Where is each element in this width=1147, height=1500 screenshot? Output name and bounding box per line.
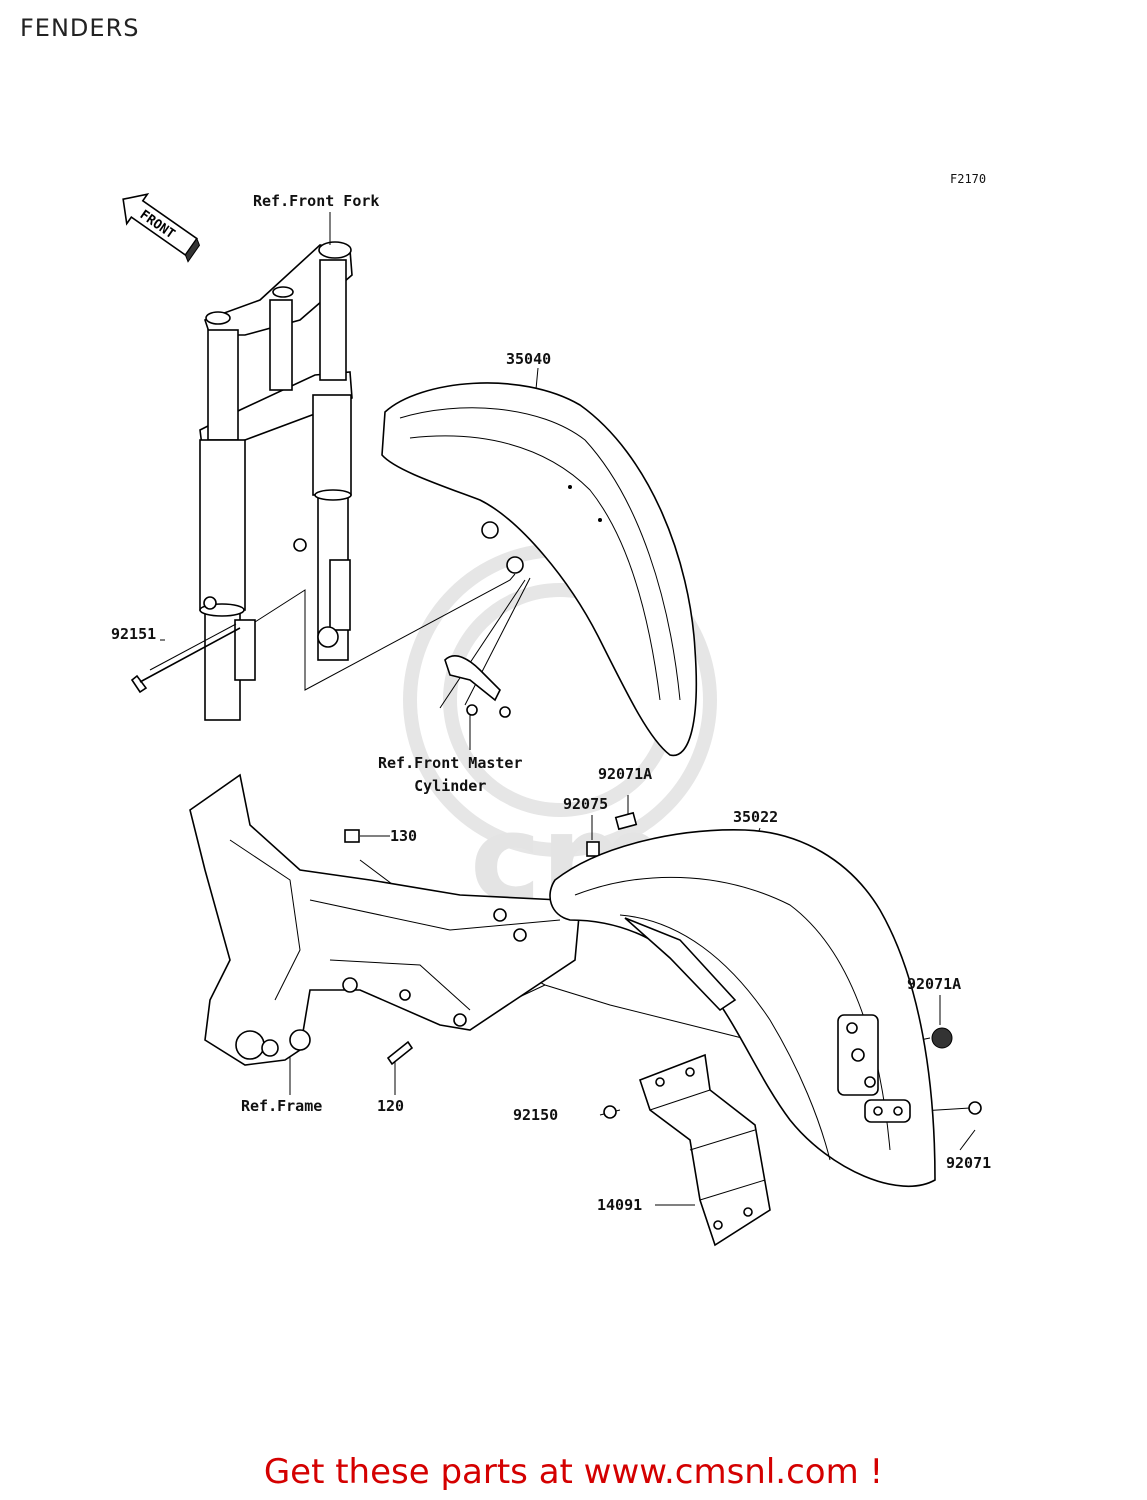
collar-92075 — [586, 841, 600, 857]
small-parts — [344, 811, 982, 1119]
label-35040: 35040 — [506, 350, 552, 368]
label-ref-front-master-cylinder: Ref.Front Master Cylinder — [378, 754, 523, 795]
page-title: FENDERS — [20, 14, 140, 42]
rear-fender-35022 — [549, 829, 936, 1188]
hose-clamp — [444, 655, 511, 718]
nut-92071 — [968, 1101, 982, 1115]
label-120: 120 — [377, 1097, 405, 1115]
label-14091: 14091 — [597, 1196, 643, 1214]
washer-92150 — [603, 1105, 617, 1119]
label-130: 130 — [390, 827, 418, 845]
front-direction-arrow: FRONT — [122, 193, 201, 263]
bracket-14091 — [638, 1053, 771, 1247]
label-92075: 92075 — [563, 795, 609, 813]
nut-130 — [344, 829, 360, 843]
front-fender-35040 — [381, 382, 698, 757]
label-92151: 92151 — [111, 625, 157, 643]
frame — [189, 773, 581, 1066]
label-92071: 92071 — [946, 1154, 992, 1172]
label-ref-frame: Ref.Frame — [241, 1097, 323, 1115]
grommet-92071a-top — [614, 811, 638, 831]
label-92071a-top: 92071A — [598, 765, 653, 783]
front-fork — [199, 241, 353, 721]
figure-code: F2170 — [950, 172, 987, 186]
bolt-120 — [386, 1040, 414, 1066]
label-92071a-right: 92071A — [907, 975, 962, 993]
label-ref-front-fork: Ref.Front Fork — [253, 192, 380, 210]
promo-banner[interactable]: Get these parts at www.cmsnl.com ! — [263, 1452, 884, 1492]
label-92150: 92150 — [513, 1106, 559, 1124]
bolt-92151 — [130, 623, 241, 694]
label-35022: 35022 — [733, 808, 779, 826]
grommet-92071a-right — [931, 1027, 953, 1049]
